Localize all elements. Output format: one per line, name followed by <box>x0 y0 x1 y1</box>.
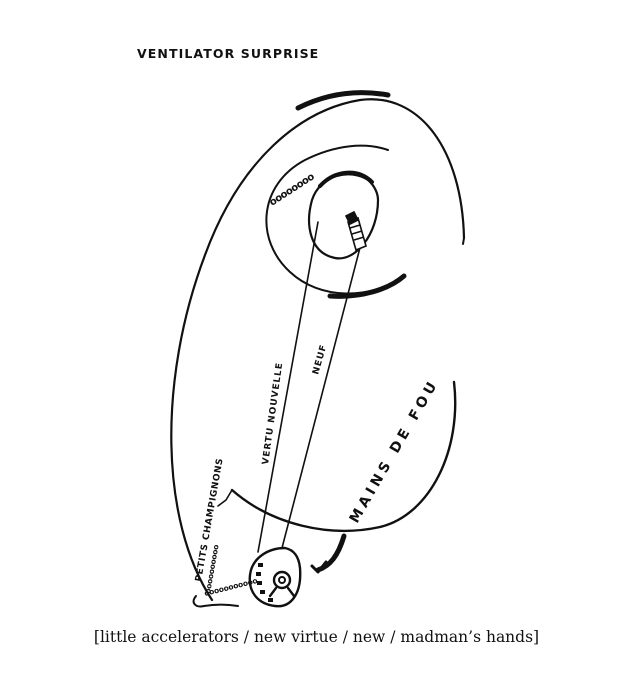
label-neuf: NEUF <box>311 343 329 376</box>
bottom-left-swoosh <box>192 595 239 608</box>
middle-spiral-thick-end <box>327 273 407 299</box>
middle-spiral-arc <box>265 144 405 295</box>
accelerator-hub-spoke <box>268 586 296 598</box>
belt-line-left <box>257 221 319 553</box>
ventilator-motor <box>344 210 367 252</box>
outer-crescent-stroke <box>295 90 391 111</box>
label-vertu-nouvelle: VERTU NOUVELLE <box>261 362 285 466</box>
belt-line-right <box>281 239 363 549</box>
right-hook-arrowhead <box>310 560 328 574</box>
inner-circle-top-thick <box>318 170 374 188</box>
caption: [little accelerators / new virtue / new … <box>93 628 540 646</box>
outer-hook <box>462 237 465 245</box>
accelerator-hub <box>272 570 292 590</box>
label-mains-de-fou: MAINS DE FOU <box>347 376 443 526</box>
outer-sweep-curve <box>170 98 466 602</box>
wheel-cells <box>256 563 273 602</box>
right-big-curve <box>230 380 457 533</box>
accelerator-hub-center <box>278 576 286 584</box>
left-bracket <box>217 489 233 507</box>
accelerator-wheel <box>248 546 302 608</box>
page-title: VENTILATOR SURPRISE <box>137 46 320 61</box>
